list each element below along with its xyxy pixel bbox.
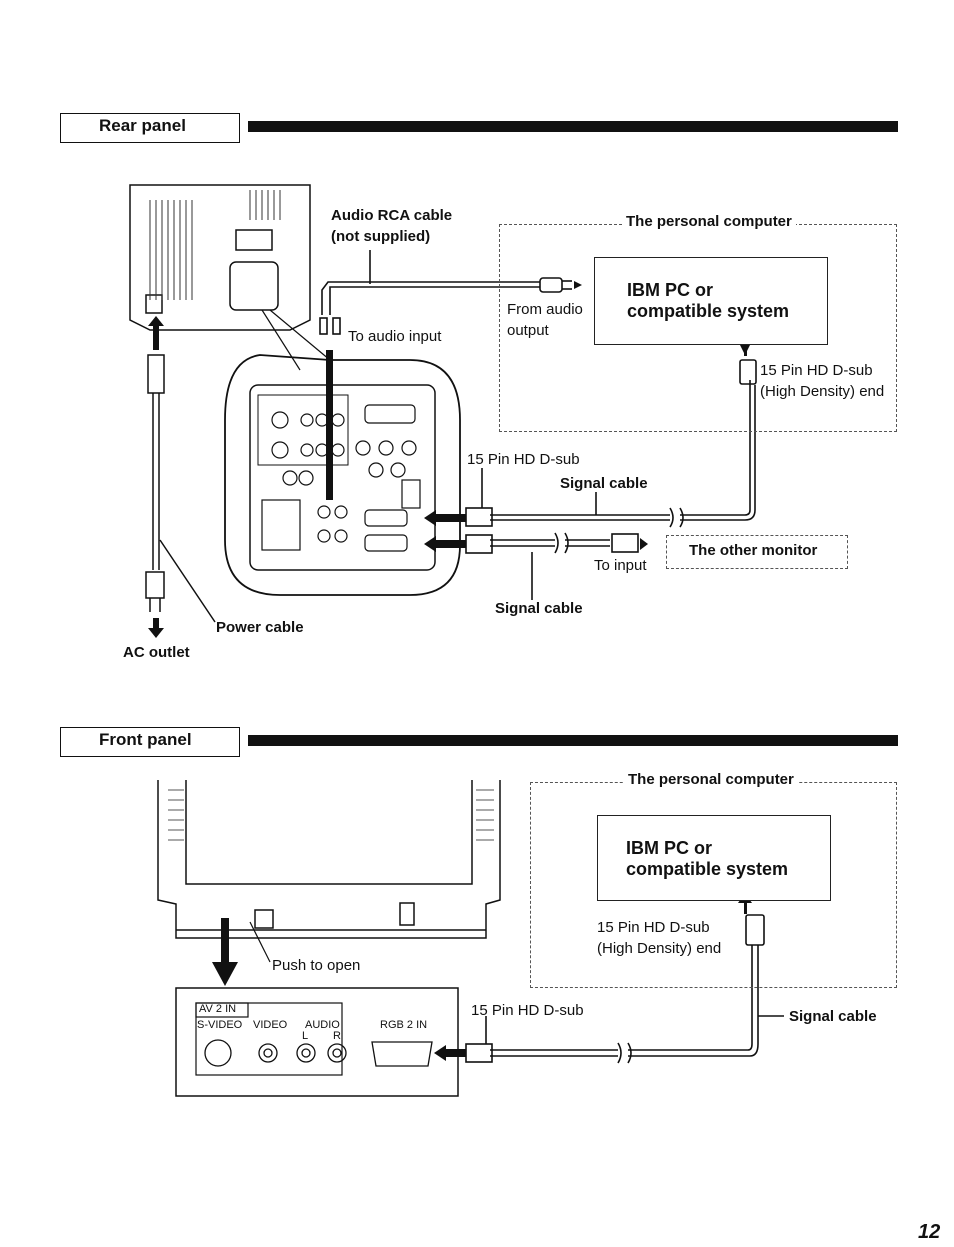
enlarged-terminal-panel bbox=[224, 354, 461, 596]
push-to-open-label: Push to open bbox=[272, 957, 361, 974]
front-hd-end-label: 15 Pin HD D-sub bbox=[597, 919, 710, 936]
other-monitor-box: The other monitor bbox=[666, 535, 848, 569]
page-number: 12 bbox=[918, 1221, 941, 1243]
rear-ibm-line2: compatible system bbox=[627, 301, 790, 321]
av2-in-label: AV 2 IN bbox=[199, 1003, 237, 1015]
front-hd-dsub-label: 15 Pin HD D-sub bbox=[471, 1002, 584, 1019]
front-hd-end-label-2: (High Density) end bbox=[597, 940, 722, 957]
front-terminal-box bbox=[175, 987, 459, 1097]
rear-panel-heading-box: Rear panel bbox=[60, 113, 240, 143]
rear-hd-end-label-2: (High Density) end bbox=[760, 383, 885, 400]
power-cable-label: Power cable bbox=[216, 619, 304, 636]
signal-cable-upper bbox=[465, 359, 757, 528]
rear-pc-label: The personal computer bbox=[622, 212, 796, 232]
to-audio-input-label: To audio input bbox=[348, 328, 442, 345]
front-ibm-line2: compatible system bbox=[626, 859, 789, 879]
video-label: VIDEO bbox=[253, 1019, 288, 1031]
front-panel-heading-box: Front panel bbox=[60, 727, 240, 757]
from-audio-label: From audio bbox=[507, 301, 583, 318]
front-ibm-box: IBM PC or compatible system bbox=[597, 815, 831, 901]
audio-rca-cable-label: Audio RCA cable bbox=[331, 207, 453, 224]
audio-label: AUDIO bbox=[305, 1019, 340, 1031]
rgb2-in-label: RGB 2 IN bbox=[380, 1019, 428, 1031]
from-audio-label-2: output bbox=[507, 322, 549, 339]
svideo-label: S-VIDEO bbox=[197, 1019, 243, 1031]
rear-ibm-box: IBM PC or compatible system bbox=[594, 257, 828, 345]
other-monitor-label: The other monitor bbox=[689, 542, 818, 559]
ac-outlet-label: AC outlet bbox=[123, 644, 190, 661]
rear-panel-title: Rear panel bbox=[99, 116, 186, 135]
rear-hd-end-label: 15 Pin HD D-sub bbox=[760, 362, 873, 379]
front-signal-cable bbox=[465, 914, 784, 1064]
front-panel-title: Front panel bbox=[99, 730, 192, 749]
rear-signal-cable-lower-label: Signal cable bbox=[495, 600, 583, 617]
audio-rca-cable-note: (not supplied) bbox=[331, 228, 431, 245]
audio-r-label: R bbox=[333, 1030, 341, 1042]
audio-rca-cable bbox=[319, 250, 572, 335]
front-pc-label: The personal computer bbox=[624, 770, 798, 790]
rear-ibm-line1: IBM PC or bbox=[627, 280, 714, 300]
rear-signal-cable-upper-label: Signal cable bbox=[560, 475, 648, 492]
tv-rear-illustration bbox=[129, 184, 311, 331]
front-panel-rule bbox=[248, 735, 898, 746]
rear-panel-rule bbox=[248, 121, 898, 132]
to-input-label: To input bbox=[594, 557, 647, 574]
front-signal-cable-label: Signal cable bbox=[789, 1008, 877, 1025]
front-ibm-line1: IBM PC or bbox=[626, 838, 713, 858]
power-cable bbox=[145, 354, 216, 623]
tv-front-illustration bbox=[157, 780, 501, 939]
audio-l-label: L bbox=[302, 1030, 309, 1042]
rear-hd-dsub-label: 15 Pin HD D-sub bbox=[467, 451, 580, 468]
